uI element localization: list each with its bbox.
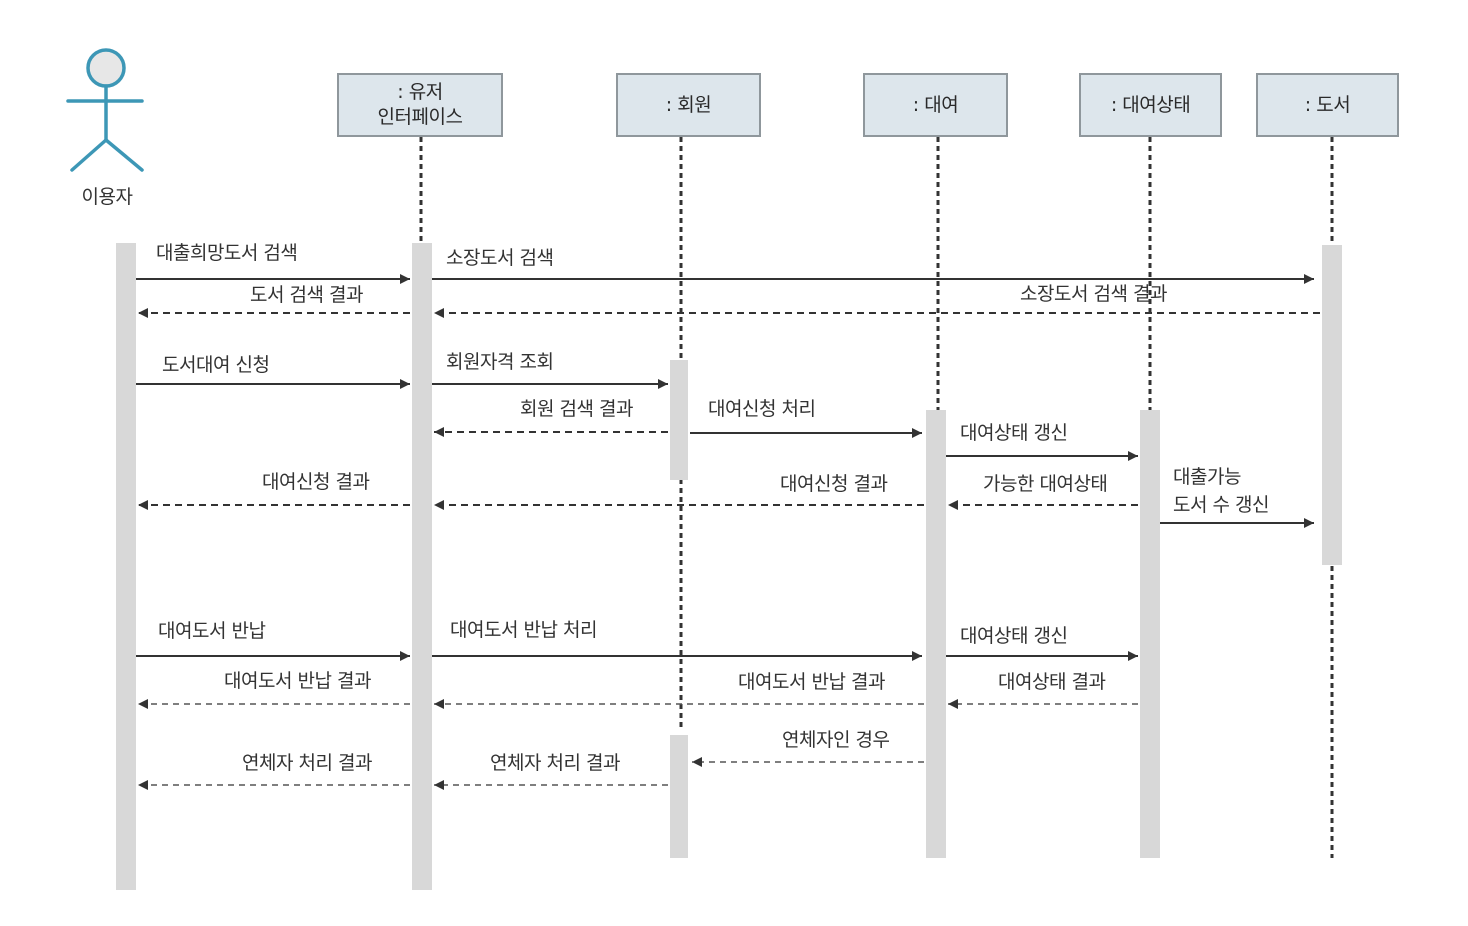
activation-ui <box>412 243 432 890</box>
message-label: 대여신청 처리 <box>708 398 816 420</box>
activation-rentalstatus <box>1140 410 1160 858</box>
activation-book <box>1322 245 1342 565</box>
message-label: 도서 검색 결과 <box>250 284 363 306</box>
object-rental-label: : 대여 <box>912 93 959 116</box>
actor-name: 이용자 <box>81 186 133 208</box>
message-label: 회원 검색 결과 <box>520 398 633 420</box>
activation-rental <box>926 410 946 858</box>
message-label: 대여신청 결과 <box>262 471 370 493</box>
message-label: 대여상태 갱신 <box>960 422 1068 444</box>
message-label: 대출희망도서 검색 <box>156 242 298 264</box>
object-member: : 회원 <box>616 73 761 137</box>
activation-member-2 <box>670 735 688 858</box>
message-label: 대여신청 결과 <box>780 473 888 495</box>
message-label: 소장도서 검색 결과 <box>1020 283 1167 305</box>
activation-actor <box>116 243 136 890</box>
message-label: 대출가능 <box>1173 466 1241 488</box>
message-label: 대여상태 결과 <box>998 671 1106 693</box>
object-rentalstatus: : 대여상태 <box>1079 73 1222 137</box>
message-label: 대여도서 반납 결과 <box>224 670 371 692</box>
message-label: 대여상태 갱신 <box>960 625 1068 647</box>
message-label: 연체자 처리 결과 <box>242 752 372 774</box>
object-book: : 도서 <box>1256 73 1399 137</box>
message-label: 회원자격 조회 <box>446 351 554 373</box>
message-label: 도서 수 갱신 <box>1173 494 1269 516</box>
message-label: 대여도서 반납 처리 <box>450 619 597 641</box>
message-label: 소장도서 검색 <box>446 247 554 269</box>
object-rental: : 대여 <box>863 73 1008 137</box>
message-label: 연체자 처리 결과 <box>490 752 620 774</box>
object-member-label: : 회원 <box>665 93 712 116</box>
object-rentalstatus-label: : 대여상태 <box>1110 93 1191 116</box>
message-label: 대여도서 반납 결과 <box>738 671 885 693</box>
message-label: 연체자인 경우 <box>782 729 890 751</box>
activation-member-1 <box>670 360 688 480</box>
message-label: 도서대여 신청 <box>162 354 270 376</box>
message-label: 가능한 대여상태 <box>983 473 1108 495</box>
object-ui-line1: : 유저 <box>397 81 443 104</box>
object-book-label: : 도서 <box>1304 93 1351 116</box>
object-ui-line2: 인터페이스 <box>377 106 463 128</box>
stick-figure-icon <box>66 48 144 172</box>
message-label: 대여도서 반납 <box>158 620 266 642</box>
